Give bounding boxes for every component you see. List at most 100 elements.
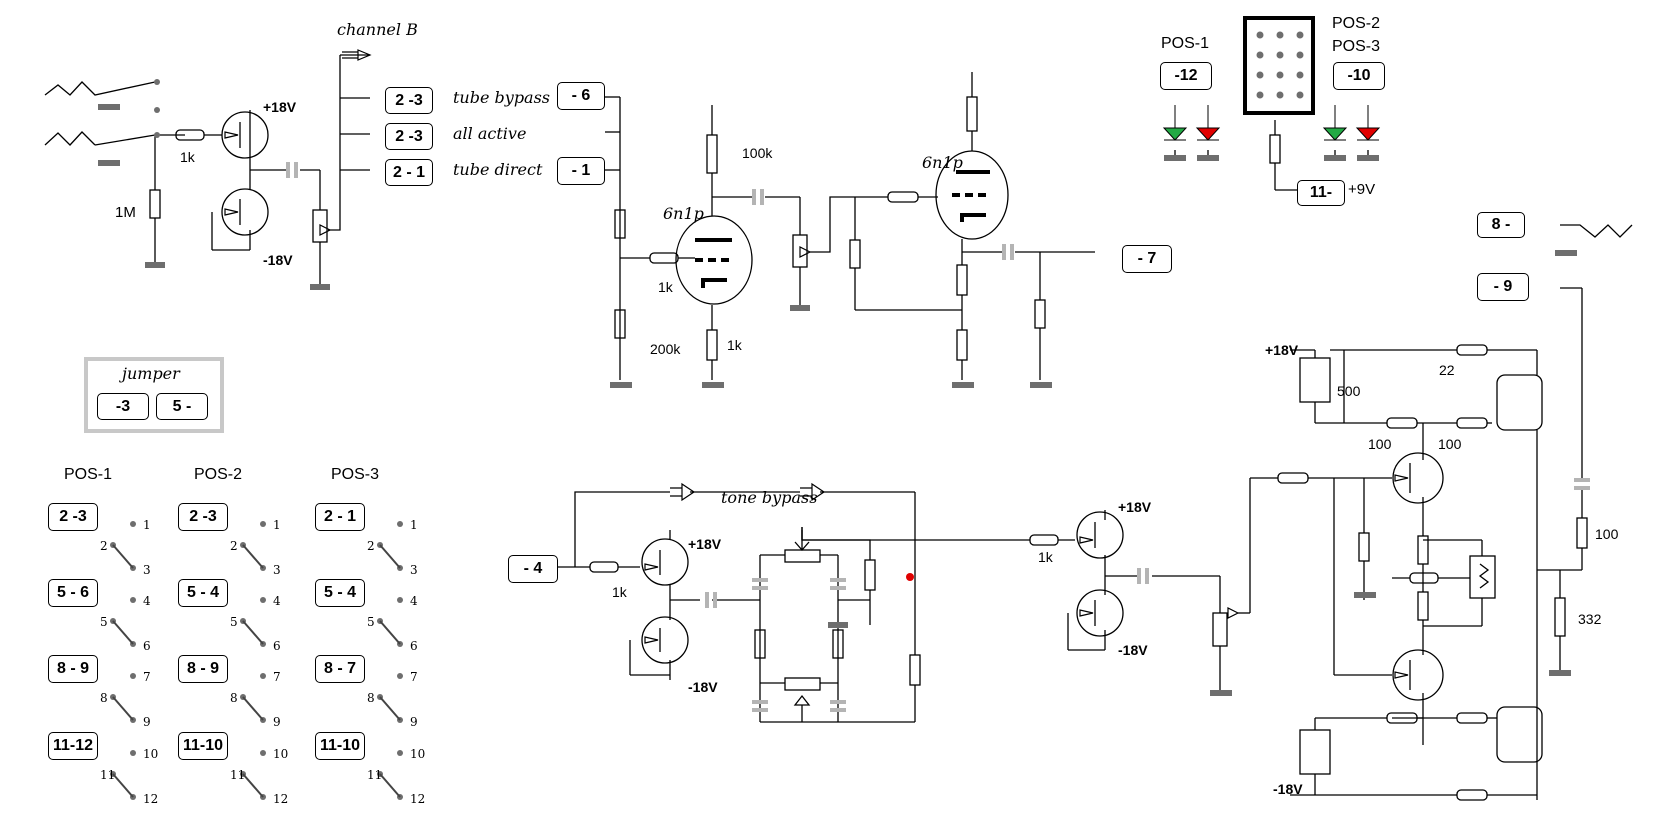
switch-contact-line xyxy=(112,773,134,798)
connector-9: - 9 xyxy=(1477,273,1529,301)
voltage-plus9-label: +9V xyxy=(1348,181,1376,198)
switch-pin-label: 6 xyxy=(410,639,418,653)
channel-label: channel B xyxy=(337,20,418,39)
switch-pin-label: 2 xyxy=(100,539,108,553)
connector-4: - 4 xyxy=(508,555,558,583)
switch-pin-label: 11 xyxy=(230,768,246,782)
resistor-1k-tone-label: 1k xyxy=(612,584,627,600)
switch-pin-label: 11 xyxy=(100,768,116,782)
switch-pin-label: 4 xyxy=(143,594,151,608)
switch-position-box: 2 -3 xyxy=(48,503,98,531)
voltage-plus18-buffer-label: +18V xyxy=(1118,499,1152,515)
switch-contact-line xyxy=(379,620,401,645)
voltage-plus18-tone-label: +18V xyxy=(688,536,722,552)
switch-pin-label: 5 xyxy=(367,615,375,629)
switch-position-box: 2 -3 xyxy=(178,503,228,531)
switch-position-box: 5 - 6 xyxy=(48,579,98,607)
switch-pin-label: 1 xyxy=(143,518,151,532)
switch-contact-line xyxy=(112,620,134,645)
jumper-frame xyxy=(84,357,224,433)
connector-8: 8 - xyxy=(1477,212,1525,238)
switch-pin-dot xyxy=(130,673,136,679)
switch-pin-dot xyxy=(397,750,403,756)
switch-pin-dot xyxy=(130,521,136,527)
switch-position-box: 8 - 9 xyxy=(48,655,98,683)
switch-contact-line xyxy=(379,544,401,569)
switch-contact-line xyxy=(242,773,264,798)
switch-pin-dot xyxy=(260,750,266,756)
resistor-1k-cathode-label: 1k xyxy=(727,337,742,353)
resistor-1m-label: 1M xyxy=(115,204,136,221)
switch-pin-dot xyxy=(260,673,266,679)
switch-pin-label: 1 xyxy=(273,518,281,532)
voltage-plus18-label: +18V xyxy=(263,99,297,115)
switch-pin-label: 2 xyxy=(230,539,238,553)
switch-contact-line xyxy=(112,696,134,721)
switch-pin-dot xyxy=(397,673,403,679)
switch-pin-label: 9 xyxy=(273,715,281,729)
connector-tube-bypass: 2 -3 xyxy=(385,87,433,114)
switch-pin-label: 6 xyxy=(143,639,151,653)
connector-7: - 7 xyxy=(1122,245,1172,273)
jumper-title: jumper xyxy=(122,364,180,383)
switch-pin-label: 5 xyxy=(230,615,238,629)
resistor-1k-label: 1k xyxy=(180,149,195,165)
switch-pin-label: 3 xyxy=(273,563,281,577)
switch-pin-dot xyxy=(130,750,136,756)
switch-position-box: 11-10 xyxy=(178,732,228,760)
resistor-332-label: 332 xyxy=(1578,611,1602,627)
led-pos1-label: POS-1 xyxy=(1161,35,1210,52)
switch-pin-label: 3 xyxy=(410,563,418,577)
switch-position-header: POS-1 xyxy=(64,466,113,483)
switch-contact-line xyxy=(112,544,134,569)
switch-pin-label: 8 xyxy=(100,691,108,705)
voltage-plus18-amp-label: +18V xyxy=(1265,342,1299,358)
switch-position-box: 8 - 7 xyxy=(315,655,365,683)
tone-bypass-label: tone bypass xyxy=(721,488,818,507)
connector-11: 11- xyxy=(1297,180,1345,206)
switch-position-header: POS-2 xyxy=(194,466,243,483)
tube-1-label: 6n1p xyxy=(663,204,704,223)
switch-pin-label: 12 xyxy=(410,792,426,806)
switch-pin-label: 1 xyxy=(410,518,418,532)
switch-pin-dot xyxy=(260,597,266,603)
switch-pin-label: 8 xyxy=(230,691,238,705)
tube-bypass-label: tube bypass xyxy=(453,88,551,107)
tube-direct-label: tube direct xyxy=(453,160,543,179)
jumper-right-box: 5 - xyxy=(156,393,208,420)
switch-pin-dot xyxy=(130,597,136,603)
switch-pin-label: 7 xyxy=(410,670,418,684)
switch-pin-label: 8 xyxy=(367,691,375,705)
switch-pin-label: 9 xyxy=(410,715,418,729)
switch-pin-label: 6 xyxy=(273,639,281,653)
switch-position-box: 2 - 1 xyxy=(315,503,365,531)
switch-position-box: 5 - 4 xyxy=(178,579,228,607)
all-active-label: all active xyxy=(453,124,527,143)
switch-position-header: POS-3 xyxy=(331,466,380,483)
switch-pin-label: 12 xyxy=(143,792,159,806)
switch-pin-label: 10 xyxy=(273,747,289,761)
switch-pin-dot xyxy=(397,521,403,527)
switch-pin-label: 10 xyxy=(410,747,426,761)
resistor-100-b-label: 100 xyxy=(1438,436,1462,452)
switch-pin-label: 3 xyxy=(143,563,151,577)
switch-pin-label: 2 xyxy=(367,539,375,553)
switch-pin-label: 9 xyxy=(143,715,151,729)
switch-pin-label: 12 xyxy=(273,792,289,806)
switch-pin-label: 7 xyxy=(143,670,151,684)
led-pos2-label: POS-2 xyxy=(1332,15,1381,32)
resistor-200k-label: 200k xyxy=(650,341,681,357)
switch-contact-line xyxy=(242,696,264,721)
connector-12: -12 xyxy=(1160,62,1212,90)
switch-pin-dot xyxy=(260,521,266,527)
switch-contact-line xyxy=(242,620,264,645)
resistor-100-out-label: 100 xyxy=(1595,526,1619,542)
resistor-22-label: 22 xyxy=(1439,362,1455,378)
switch-contact-line xyxy=(242,544,264,569)
connector-tube-direct: 2 - 1 xyxy=(385,159,433,186)
switch-pin-label: 7 xyxy=(273,670,281,684)
switch-contact-line xyxy=(379,773,401,798)
switch-pin-label: 5 xyxy=(100,615,108,629)
tube-2-label: 6n1p xyxy=(922,153,963,172)
connector-1: - 1 xyxy=(557,157,605,185)
